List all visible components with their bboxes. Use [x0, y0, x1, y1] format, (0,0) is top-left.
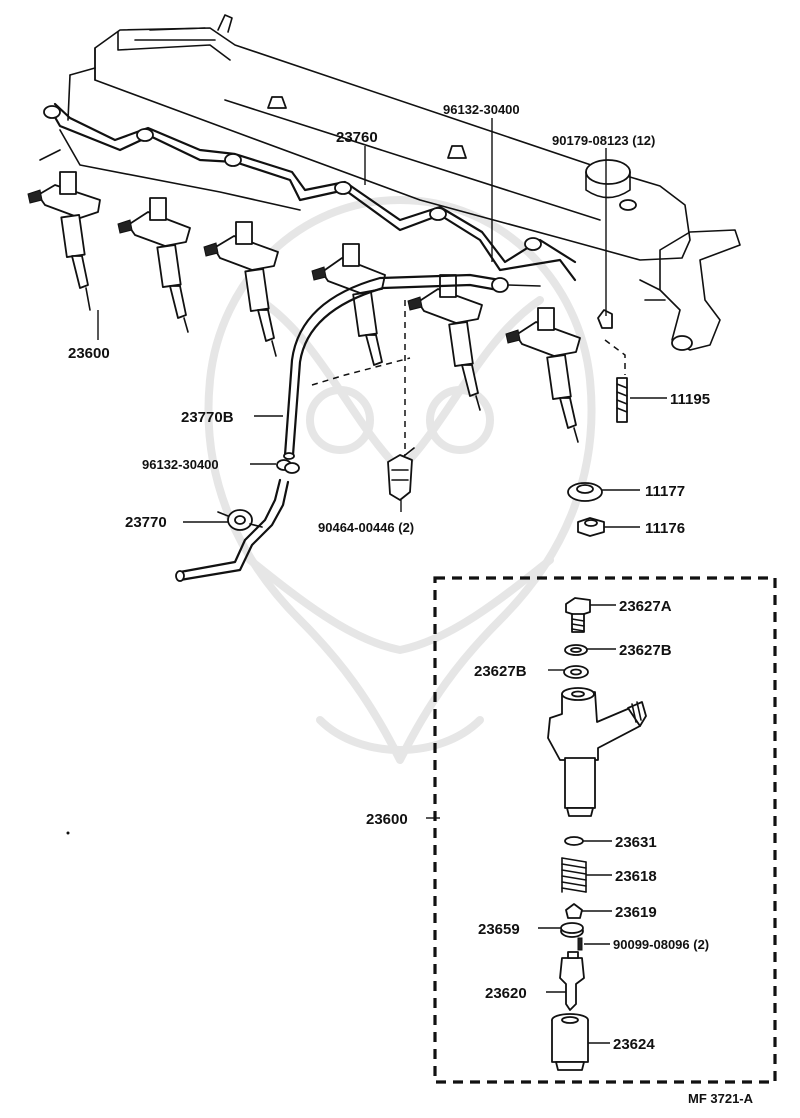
label-dowel-pin: 90099-08096 (2) — [613, 937, 709, 952]
leakage-pipe-upper — [283, 273, 541, 460]
label-pin: 23619 — [615, 904, 657, 921]
stud-part — [597, 309, 628, 423]
injector-installed-2 — [117, 197, 191, 333]
label-seat: 11177 — [645, 483, 685, 500]
label-union-gasket-top: 96132-30400 — [443, 102, 520, 117]
label-pressure-spring: 23618 — [615, 868, 657, 885]
cylinder-head-cover — [39, 14, 741, 351]
detail-frame — [433, 576, 777, 1084]
label-gasket-a: 23627B — [619, 642, 672, 659]
label-injector-assy: 23600 — [68, 345, 110, 362]
leader-lines — [97, 118, 667, 1044]
label-leakage-pipe: 23770B — [181, 409, 234, 426]
label-spring-seat: 23631 — [615, 834, 657, 851]
part-labels: 23760 96132-30400 90179-08123 (12) 23600… — [68, 102, 754, 1106]
exploded-injector — [547, 597, 647, 1071]
seat-part — [567, 482, 603, 502]
label-stud: 11195 — [670, 391, 710, 408]
label-nozzle: 23620 — [485, 985, 527, 1002]
label-spacer: 23659 — [478, 921, 520, 938]
label-injector-detail: 23600 — [366, 811, 408, 828]
leakage-pipe-lower — [175, 478, 290, 582]
guide-lines — [311, 300, 626, 455]
label-gasket-b: 23627B — [474, 663, 527, 680]
injector-installed-4 — [311, 243, 386, 366]
label-gasket-leakage: 96132-30400 — [142, 457, 219, 472]
injector-installed-3 — [203, 221, 279, 357]
label-leakage-pipe-lower: 23770 — [125, 514, 167, 531]
figure-code: MF 3721-A — [688, 1091, 754, 1106]
label-injector-pipe-set: 23760 — [336, 129, 378, 146]
injection-pipe-set — [43, 102, 577, 282]
label-nut: 11176 — [645, 520, 685, 537]
injector-installed-1 — [27, 171, 101, 311]
label-clamp: 90464-00446 (2) — [318, 520, 414, 535]
injector-installed-6 — [505, 307, 581, 443]
watermark-emblem — [204, 196, 596, 764]
label-nozzle-nut: 23624 — [613, 1036, 655, 1053]
nut-part — [577, 517, 605, 537]
gasket-union-lower — [276, 459, 300, 474]
label-clamp-bolt: 90179-08123 (12) — [552, 133, 655, 148]
stray-dot — [66, 831, 70, 835]
clamp-part — [387, 447, 415, 501]
label-holder-bolt: 23627A — [619, 598, 672, 615]
